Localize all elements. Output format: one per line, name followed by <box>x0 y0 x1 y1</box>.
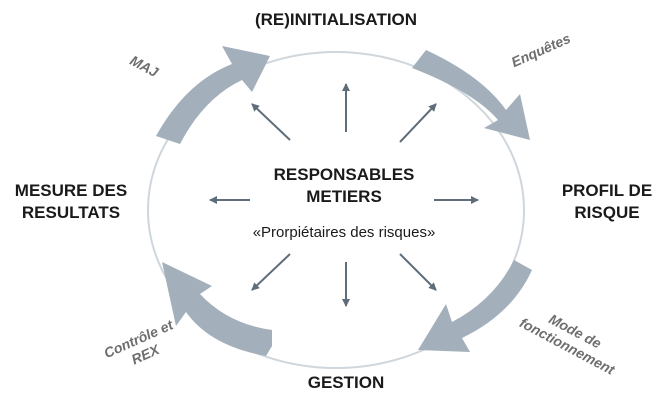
center-title: RESPONSABLES METIERS <box>246 164 442 208</box>
cycle-arrow-maj <box>156 46 270 144</box>
cycle-arrows <box>156 46 532 356</box>
node-left-line2: RESULTATS <box>21 203 121 222</box>
cycle-arrow-mode <box>418 260 532 352</box>
node-right-line1: PROFIL DE <box>561 181 653 200</box>
node-right-line2: RISQUE <box>574 203 640 222</box>
center-subtitle: «Prorpiétaires des risques» <box>252 224 436 241</box>
node-left-line1: MESURE DES <box>14 181 128 200</box>
node-bottom-label: GESTION <box>307 373 385 392</box>
cycle-arrow-enquetes <box>412 50 530 140</box>
node-top-label: (RE)INITIALISATION <box>254 10 418 29</box>
radial-arrow-se <box>399 253 437 291</box>
radial-arrow-sw <box>251 253 291 291</box>
center-title-line2: METIERS <box>306 187 382 206</box>
center-title-line1: RESPONSABLES <box>273 165 415 184</box>
cycle-ellipse <box>147 51 525 369</box>
cycle-arrow-controle <box>162 262 272 356</box>
radial-arrow-nw <box>251 103 291 141</box>
radial-arrow-ne <box>399 103 437 143</box>
node-right-label: PROFIL DE RISQUE <box>548 180 666 224</box>
node-left-label: MESURE DES RESULTATS <box>4 180 138 224</box>
radial-arrows <box>209 83 479 307</box>
